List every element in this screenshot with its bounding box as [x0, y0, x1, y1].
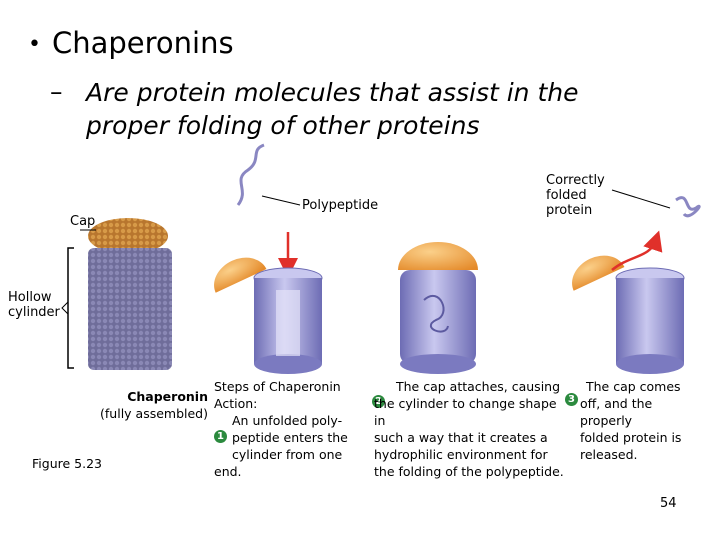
figure-ref: Figure 5.23	[32, 456, 102, 471]
step-3-text: The cap comes off, and the properly fold…	[580, 379, 682, 462]
subtitle-line-2: proper folding of other proteins	[86, 111, 480, 140]
molecular-cylinder	[88, 248, 172, 370]
step-2-badge: 2	[372, 395, 385, 408]
step3-chaperonin	[572, 196, 701, 374]
step2-chaperonin	[398, 242, 478, 374]
folded-protein	[675, 196, 701, 218]
step1-cap	[214, 257, 267, 293]
slide-title: Chaperonins	[52, 26, 234, 60]
step1-chaperonin	[214, 143, 323, 374]
polypeptide-pointer-line	[261, 195, 301, 206]
label-hollow-cylinder: Hollow cylinder	[8, 290, 60, 320]
molecular-cap	[88, 218, 168, 254]
label-cap: Cap	[70, 214, 96, 229]
step3-arrow	[611, 230, 663, 271]
steps-heading: Steps of Chaperonin Action:	[214, 379, 341, 411]
folded-pointer-line	[611, 189, 671, 209]
step-2-text: The cap attaches, causing the cylinder t…	[374, 379, 564, 479]
step3-cap	[572, 255, 625, 291]
step1-polypeptide	[236, 143, 265, 206]
step2-polypeptide	[423, 294, 449, 333]
step2-cap	[398, 242, 478, 270]
bullet-dot: •	[28, 32, 41, 57]
step-1-badge: 1	[214, 430, 227, 443]
molecular-model	[88, 218, 172, 370]
label-polypeptide: Polypeptide	[302, 198, 379, 213]
subtitle-line-1: Are protein molecules that assist in the	[86, 78, 579, 107]
label-correctly-folded: Correctly folded protein	[546, 173, 605, 218]
chaperonin-caption: Chaperonin (fully assembled)	[100, 389, 208, 421]
page-number: 54	[660, 496, 677, 511]
step-1-text: An unfolded poly- 1 peptide enters the c…	[214, 413, 348, 479]
step-3-badge: 3	[565, 393, 578, 406]
sub-dash: –	[50, 77, 63, 106]
hollow-bracket	[67, 247, 74, 369]
slide-subtitle: Are protein molecules that assist in the…	[86, 76, 686, 142]
